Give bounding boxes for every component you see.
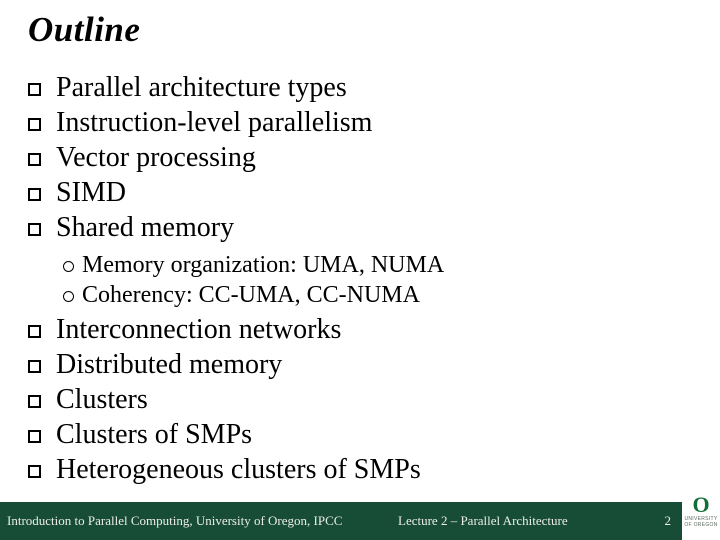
square-bullet-icon bbox=[28, 118, 41, 131]
footer-lecture-text: Lecture 2 – Parallel Architecture bbox=[398, 513, 568, 528]
bullet-item-label: Interconnection networks bbox=[56, 313, 342, 345]
bullet-item-label: Shared memory bbox=[56, 211, 235, 243]
list-item: Distributed memory bbox=[28, 347, 421, 382]
circle-bullet-icon bbox=[63, 260, 74, 272]
bullet-item-label: Coherency: CC-UMA, CC-NUMA bbox=[82, 281, 420, 308]
list-item: Memory organization: UMA, NUMA bbox=[63, 250, 444, 280]
square-bullet-icon bbox=[28, 188, 41, 201]
uo-logo-o-icon: O bbox=[692, 492, 710, 517]
bullet-list-sub: Memory organization: UMA, NUMA Coherency:… bbox=[63, 250, 444, 310]
list-item: Clusters bbox=[28, 382, 421, 417]
circle-bullet-icon bbox=[63, 290, 74, 302]
footer-bar: Introduction to Parallel Computing, Univ… bbox=[0, 502, 720, 540]
square-bullet-icon bbox=[28, 395, 41, 408]
square-bullet-icon bbox=[28, 465, 41, 478]
square-bullet-icon bbox=[28, 325, 41, 338]
bullet-item-label: Memory organization: UMA, NUMA bbox=[82, 251, 445, 278]
list-item: Interconnection networks bbox=[28, 312, 421, 347]
list-item: Vector processing bbox=[28, 140, 372, 175]
list-item: Clusters of SMPs bbox=[28, 417, 421, 452]
bullet-item-label: Clusters bbox=[56, 383, 148, 415]
slide-title: Outline bbox=[28, 10, 141, 49]
list-item: Parallel architecture types bbox=[28, 70, 372, 105]
university-of-oregon-logo: O UNIVERSITY OF OREGON bbox=[682, 493, 720, 540]
bullet-item-label: Parallel architecture types bbox=[56, 71, 347, 103]
list-item: Instruction-level parallelism bbox=[28, 105, 372, 140]
list-item: Heterogeneous clusters of SMPs bbox=[28, 452, 421, 487]
bullet-item-label: Distributed memory bbox=[56, 348, 283, 380]
bullet-item-label: Vector processing bbox=[56, 141, 256, 173]
list-item: Coherency: CC-UMA, CC-NUMA bbox=[63, 280, 444, 310]
bullet-item-label: Clusters of SMPs bbox=[56, 418, 253, 450]
footer-course-text: Introduction to Parallel Computing, Univ… bbox=[7, 513, 343, 528]
square-bullet-icon bbox=[28, 153, 41, 166]
footer-page-number: 2 bbox=[664, 513, 672, 528]
uo-logo-line1: UNIVERSITY bbox=[684, 516, 718, 522]
uo-logo-line2: OF OREGON bbox=[684, 522, 718, 528]
list-item: Shared memory bbox=[28, 210, 372, 245]
square-bullet-icon bbox=[28, 223, 41, 236]
square-bullet-icon bbox=[28, 360, 41, 373]
bullet-item-label: SIMD bbox=[56, 176, 127, 208]
square-bullet-icon bbox=[28, 83, 41, 96]
bullet-item-label: Instruction-level parallelism bbox=[56, 106, 373, 138]
bullet-item-label: Heterogeneous clusters of SMPs bbox=[56, 453, 421, 485]
list-item: SIMD bbox=[28, 175, 372, 210]
square-bullet-icon bbox=[28, 430, 41, 443]
